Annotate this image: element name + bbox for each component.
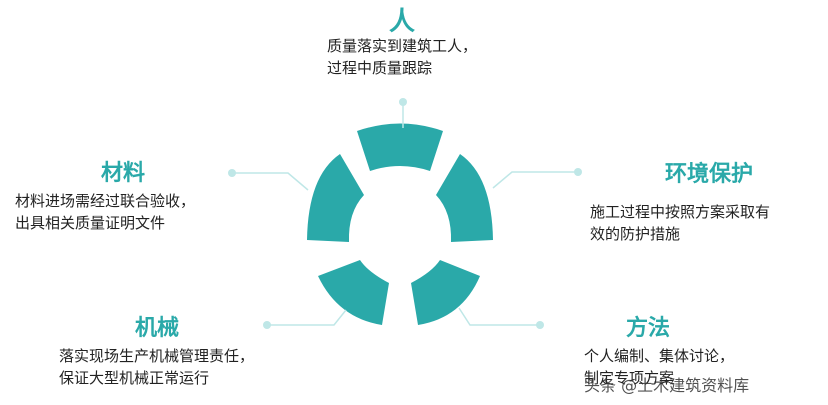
connectors — [233, 103, 578, 326]
connector-right — [492, 171, 578, 189]
node-desc-line: 落实现场生产机械管理责任， — [59, 347, 255, 365]
node-title-materials: 材料 — [101, 161, 146, 186]
node-title-people: 人 — [389, 7, 416, 37]
watermark: 头条 @土木建筑资料库 — [584, 376, 750, 395]
connector-bottom-right — [458, 307, 540, 326]
node-title-environment: 环境保护 — [665, 162, 754, 187]
node-desc-line: 出具相关质量证明文件 — [15, 214, 166, 232]
dot-right — [574, 168, 582, 176]
connector-left — [233, 172, 309, 191]
ring-segment-top — [357, 123, 443, 171]
node-desc-method: 个人编制、集体讨论， 制定专项方案 — [584, 345, 734, 389]
node-desc-materials: 材料进场需经过联合验收， 出具相关质量证明文件 — [15, 190, 195, 234]
dot-left — [228, 169, 236, 177]
ring-segment-right — [436, 154, 493, 242]
connector-dots — [228, 98, 582, 329]
node-desc-line: 制定专项方案 — [584, 369, 675, 387]
node-desc-machinery: 落实现场生产机械管理责任， 保证大型机械正常运行 — [59, 345, 254, 389]
node-title-method: 方法 — [626, 316, 671, 341]
ring-segment-left — [307, 154, 364, 242]
ring — [307, 123, 493, 325]
node-title-machinery: 机械 — [135, 316, 180, 341]
ring-segment-bottom-right — [411, 260, 480, 325]
node-desc-people: 质量落实到建筑工人， 过程中质量跟踪 — [327, 35, 477, 79]
ring-segment-bottom-left — [318, 260, 389, 325]
connector-bottom-left — [267, 309, 347, 326]
dot-top — [399, 98, 407, 106]
dot-bottom-left — [263, 321, 271, 329]
node-desc-line: 质量落实到建筑工人， — [327, 37, 478, 55]
node-desc-line: 施工过程中按照方案采取有 — [590, 203, 771, 221]
node-desc-line: 保证大型机械正常运行 — [59, 369, 210, 387]
dot-bottom-right — [536, 321, 544, 329]
node-desc-line: 个人编制、集体讨论， — [584, 347, 735, 365]
node-desc-line: 效的防护措施 — [590, 225, 681, 243]
node-desc-line: 过程中质量跟踪 — [327, 59, 433, 77]
node-desc-line: 材料进场需经过联合验收， — [15, 192, 196, 210]
node-desc-environment: 施工过程中按照方案采取有 效的防护措施 — [590, 201, 770, 245]
